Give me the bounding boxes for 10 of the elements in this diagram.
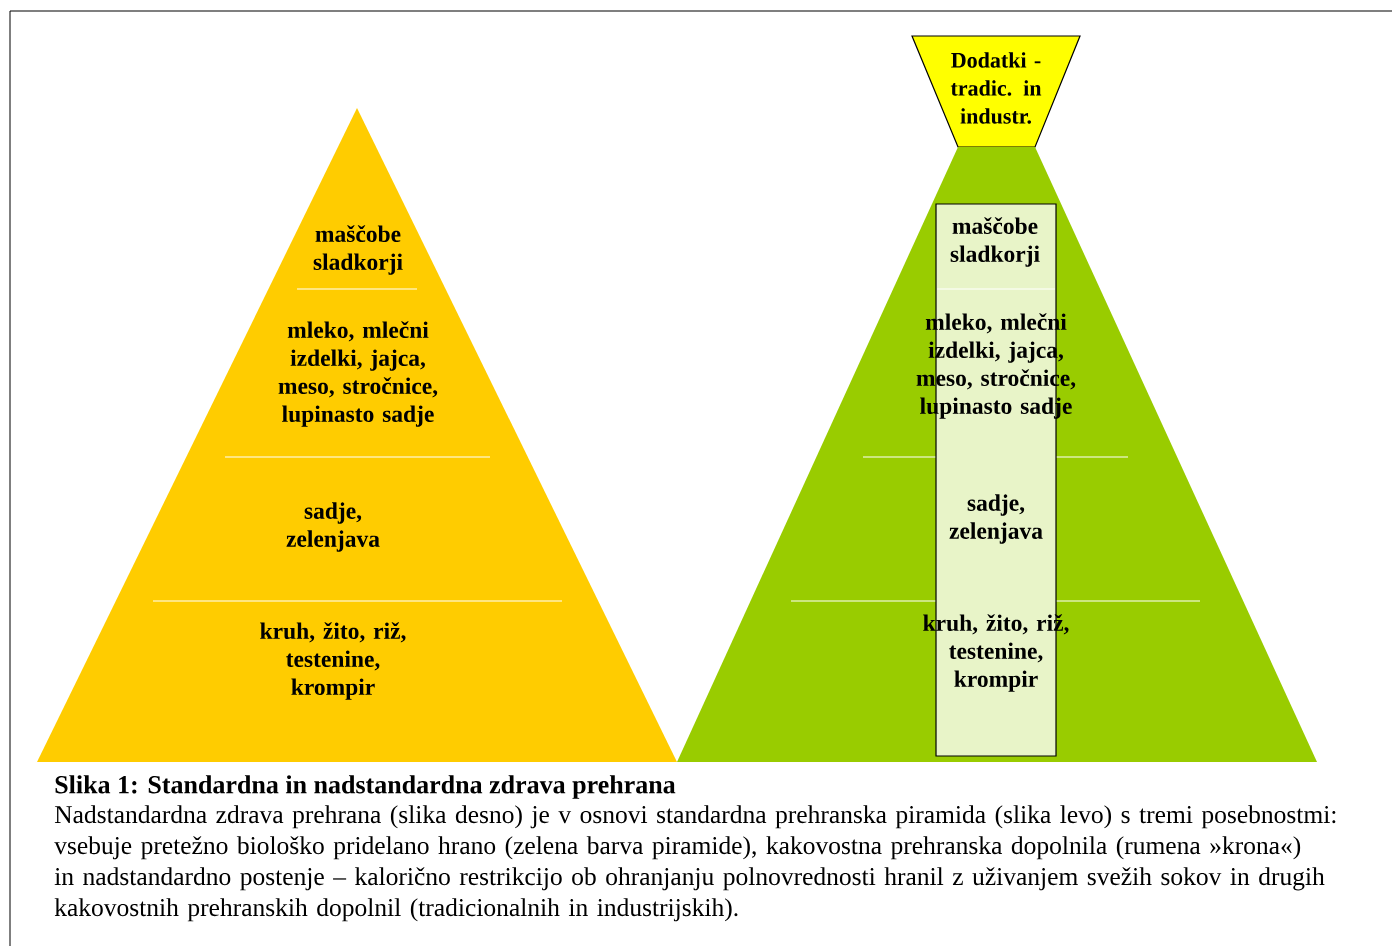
food-group-label: mleko, mlečni izdelki, jajca, meso, stročnice, lupinasto sadje [278,321,438,427]
caption: Nadstandardna zdrava prehrana (slika desno) je v osnovi standardna prehranska piramida (slika levo) s tremi posebnostmi: vsebuje pretežno biološko pridelano hrano (zelena barva piramide), kakovostna prehranska dopolnila (rumena »krona«) in nadstandardno postenje – kalorično restrikcijo ob ohranjanju polnovrednosti hranil z uživanjem svežih sokov in drugih kakovostnih prehranskih dopolnil (tradicionalnih in industrijskih). [54,805,1336,922]
food-group-label: kruh, žito, riž, testenine, krompir [260,622,406,700]
figure-title: Slika 1: Standardna in nadstandardna zdrava prehrana [55,775,676,799]
food-group-label: maščobe sladkorji [950,217,1040,267]
pyramid-shape [37,108,677,762]
food-group-label: sadje, zelenjava [949,494,1043,544]
crown-trapezoid: Dodatki - tradic. in industr. [911,35,1081,148]
food-group-label: sadje, zelenjava [286,502,380,552]
food-group-label: maščobe sladkorji [313,225,403,275]
